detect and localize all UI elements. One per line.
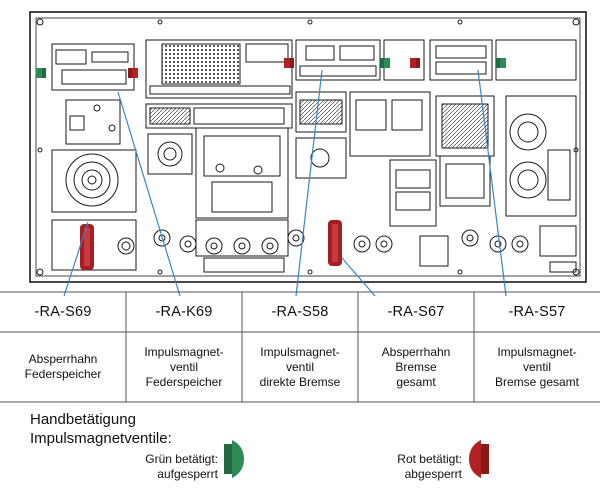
- desc-line: Impulsmagnet-: [497, 344, 577, 359]
- legend-line: aufgesperrt: [157, 467, 218, 481]
- callout-s58: [295, 69, 323, 297]
- module-s58: [295, 39, 381, 81]
- desc-line: Bremse: [395, 359, 437, 374]
- legend-line: Grün betätigt:: [145, 452, 218, 466]
- manual-operation-title: Handbetätigung Impulsmagnetventile:: [30, 410, 172, 448]
- desc-line: Absperrhahn: [381, 344, 451, 359]
- label-table-lines: [0, 291, 600, 403]
- callout-s69: [63, 221, 89, 297]
- title-line: Impulsmagnetventile:: [30, 430, 172, 447]
- s69-knobs: [36, 68, 138, 78]
- label-code-s67: -RA-S67: [387, 304, 445, 320]
- desc-line: Impulsmagnet-: [144, 344, 224, 359]
- desc-line: Federspeicher: [145, 374, 223, 389]
- brake-panel: [29, 11, 587, 283]
- connector-k69: [145, 39, 293, 99]
- green-legend-label: Grün betätigt: aufgesperrt: [108, 452, 218, 482]
- desc-line: ventil: [169, 359, 198, 374]
- callout-s67: [341, 257, 376, 297]
- s67-valve-handle: [328, 220, 342, 266]
- desc-line: Impulsmagnet-: [260, 344, 340, 359]
- legend-line: Rot betätigt:: [397, 452, 462, 466]
- label-code-k69: -RA-K69: [155, 304, 213, 320]
- callout-s57: [477, 69, 507, 297]
- red-handle-icon: [469, 440, 489, 478]
- s58-knobs: [284, 58, 390, 68]
- desc-line: ventil: [522, 359, 551, 374]
- label-code-s57: -RA-S57: [508, 304, 566, 320]
- desc-line: ventil: [285, 359, 314, 374]
- desc-line: Federspeicher: [24, 367, 102, 381]
- desc-line: Absperrhahn: [28, 352, 98, 366]
- label-code-s58: -RA-S58: [271, 304, 329, 320]
- desc-line: Bremse gesamt: [494, 374, 580, 389]
- callout-lines: [63, 69, 507, 297]
- s57-knobs: [410, 58, 506, 68]
- module-s57: [429, 39, 493, 81]
- callout-k69: [117, 91, 181, 297]
- desc-line: direkte Bremse: [259, 374, 341, 389]
- title-line: Handbetätigung: [30, 411, 136, 428]
- label-code-s69: -RA-S69: [34, 304, 92, 320]
- s69-valve-handle: [80, 224, 94, 270]
- red-legend-label: Rot betätigt: abgesperrt: [356, 452, 462, 482]
- module-s69: [51, 43, 135, 145]
- legend-line: abgesperrt: [404, 467, 462, 481]
- fittings-row: [153, 229, 577, 273]
- green-handle-icon: [224, 440, 244, 478]
- desc-line: gesamt: [396, 374, 436, 389]
- spring-brake-cylinder: [51, 149, 137, 213]
